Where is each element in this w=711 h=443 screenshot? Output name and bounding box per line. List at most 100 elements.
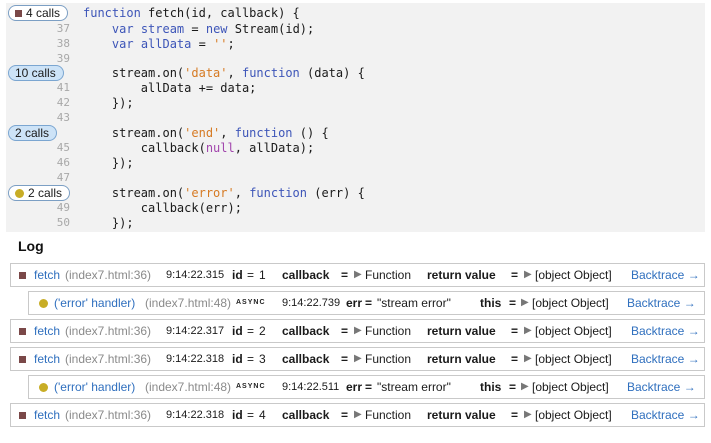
data-handler-calls-badge[interactable]: 10 calls (8, 65, 64, 81)
source-location: (index7.html:48) (145, 380, 232, 394)
line-number: 39 (56, 52, 70, 65)
param-name: return value (427, 324, 496, 338)
error-handler-calls-badge[interactable]: 2 calls (8, 185, 71, 201)
param-name: return value (427, 352, 496, 366)
timestamp: 9:14:22.511 (282, 381, 340, 393)
source-location: (index7.html:48) (145, 296, 232, 310)
function-name-link[interactable]: ('error' handler) (54, 296, 136, 310)
expand-triangle-icon[interactable]: ▶ (354, 325, 362, 336)
equals-sign: = (341, 408, 349, 422)
expand-triangle-icon[interactable]: ▶ (354, 409, 362, 420)
end-handler-calls-badge[interactable]: 2 calls (8, 125, 58, 141)
line-number: 45 (56, 141, 70, 154)
function-name-link[interactable]: ('error' handler) (54, 380, 136, 394)
function-name-link[interactable]: fetch (34, 352, 61, 366)
line-number: 41 (56, 81, 70, 94)
param-name: this (480, 296, 502, 310)
code-token: stream.on( (83, 186, 185, 200)
code-token: = (191, 37, 214, 51)
backtrace-link[interactable]: Backtrace → (627, 296, 696, 310)
code-line: 39 (6, 49, 705, 69)
function-name-link[interactable]: fetch (34, 408, 61, 422)
equals-sign: = (511, 408, 519, 422)
code-token: stream (140, 22, 185, 36)
source-location: (index7.html:36) (65, 324, 152, 338)
param-value: "stream error" (377, 380, 451, 394)
param-value: 2 (259, 324, 266, 338)
function-name-link[interactable]: fetch (34, 268, 61, 282)
param-name: id (232, 352, 243, 366)
code-token: var (111, 22, 141, 36)
fetch-calls-badge[interactable]: 4 calls (8, 5, 69, 21)
line-number: 38 (56, 37, 70, 50)
expand-triangle-icon[interactable]: ▶ (524, 353, 532, 364)
code-token: ; (227, 37, 235, 51)
backtrace-link[interactable]: Backtrace → (631, 352, 700, 366)
badge-label: 2 calls (15, 126, 50, 140)
param-name: callback (282, 324, 330, 338)
expand-triangle-icon[interactable]: ▶ (524, 325, 532, 336)
param-name: err (346, 296, 363, 310)
code-token: , (234, 186, 250, 200)
code-line: 50 }); (6, 213, 705, 233)
expand-triangle-icon[interactable]: ▶ (524, 409, 532, 420)
equals-sign: = (509, 296, 517, 310)
backtrace-link[interactable]: Backtrace → (631, 324, 700, 338)
code-token: }); (83, 216, 134, 230)
log-entry-fetch[interactable]: fetch (index7.html:36) 9:14:22.315 id = … (10, 263, 705, 287)
expand-triangle-icon[interactable]: ▶ (524, 269, 532, 280)
param-value: 3 (259, 352, 266, 366)
line-number: 46 (56, 156, 70, 169)
async-tag: ASYNC (236, 299, 266, 306)
expand-triangle-icon[interactable]: ▶ (521, 381, 529, 392)
equals-sign: = (511, 268, 519, 282)
handler-dot-icon (15, 188, 24, 198)
code-token: '' (213, 37, 228, 51)
function-square-icon (19, 328, 26, 335)
code-line: 45 callback(null, allData); (6, 138, 705, 158)
code-token: allData (140, 37, 192, 51)
equals-sign: = (365, 380, 373, 394)
code-token: , (220, 126, 235, 140)
expand-triangle-icon[interactable]: ▶ (354, 269, 362, 280)
code-text: stream.on('error', function (err) { (83, 183, 365, 203)
log-entry-error-handler[interactable]: ('error' handler) (index7.html:48) ASYNC… (28, 375, 705, 399)
expand-triangle-icon[interactable]: ▶ (354, 353, 362, 364)
line-number: 50 (56, 216, 70, 229)
param-value: Function (365, 324, 412, 338)
backtrace-link[interactable]: Backtrace → (631, 408, 700, 422)
line-number: 37 (56, 22, 70, 35)
line-number: 43 (56, 111, 70, 124)
log-entry-fetch[interactable]: fetch (index7.html:36) 9:14:22.318 id = … (10, 347, 705, 371)
backtrace-link[interactable]: Backtrace → (627, 380, 696, 394)
code-text: }); (83, 153, 134, 173)
expand-triangle-icon[interactable]: ▶ (521, 297, 529, 308)
code-line: 46 }); (6, 153, 705, 173)
source-location: (index7.html:36) (65, 352, 152, 366)
code-line: 49 callback(err); (6, 198, 705, 218)
code-token: allData += data; (83, 81, 257, 95)
badge-label: 10 calls (15, 66, 56, 80)
handler-dot-icon (39, 383, 48, 392)
param-value: Function (365, 268, 412, 282)
timestamp: 9:14:22.315 (166, 269, 225, 281)
code-text: allData += data; (83, 78, 257, 98)
code-text: var stream = new Stream(id); (83, 19, 314, 39)
log-entry-fetch[interactable]: fetch (index7.html:36) 9:14:22.317 id = … (10, 319, 705, 343)
param-name: err (346, 380, 363, 394)
log-entry-error-handler[interactable]: ('error' handler) (index7.html:48) ASYNC… (28, 291, 705, 315)
log-entry-fetch[interactable]: fetch (index7.html:36) 9:14:22.318 id = … (10, 403, 705, 427)
equals-sign: = (509, 380, 517, 394)
param-value: "stream error" (377, 296, 451, 310)
function-name-link[interactable]: fetch (34, 324, 61, 338)
timestamp: 9:14:22.317 (166, 325, 225, 337)
source-location: (index7.html:36) (65, 408, 152, 422)
code-token: 'end' (184, 126, 221, 140)
code-text: }); (83, 93, 134, 113)
code-token: new (205, 22, 235, 36)
backtrace-link[interactable]: Backtrace → (631, 268, 700, 282)
code-token: var (111, 37, 141, 51)
code-token: (err) { (314, 186, 365, 200)
param-value: 4 (259, 408, 266, 422)
code-token: function (249, 186, 315, 200)
